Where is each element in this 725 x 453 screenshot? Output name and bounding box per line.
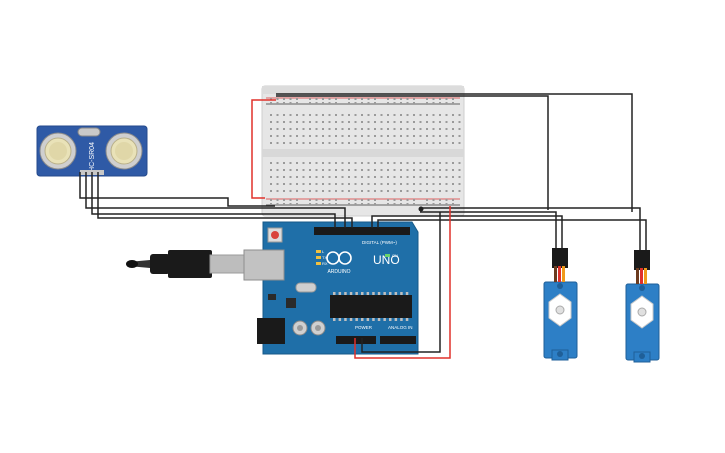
tx-label: TX [322,255,327,260]
wire-signal-servo2[interactable] [377,219,647,250]
sensor-model-label: HC-SR04 [89,142,96,172]
wire-top-rail-black-2[interactable] [276,95,549,210]
wire-sensor-vcc[interactable] [79,172,275,207]
analog-header[interactable] [380,336,416,344]
wire-arduino-gnd-black[interactable] [361,212,441,353]
chip-pins [333,292,409,321]
servo-motor-2[interactable] [625,250,660,363]
arduino-model-label: UNO [373,253,400,267]
digital-label: DIGITAL (PWM~) [362,240,397,245]
analog-label: ANALOG IN [388,325,413,330]
power-header[interactable] [336,336,376,344]
wire-sensor-gnd[interactable] [97,172,353,228]
arduino-brand-label: ARDUINO [327,269,350,275]
wire-red-vcc[interactable] [251,99,276,199]
arduino-logo [326,251,352,265]
wire-signal-servo1[interactable] [371,215,563,248]
rx-label: RX [322,261,328,266]
wire-rail-to-servos[interactable] [420,207,641,250]
on-label: ON [392,253,398,258]
wire-top-rail-black[interactable] [276,93,633,212]
wire-rail-to-servo1[interactable] [420,211,557,248]
ultrasonic-sensor[interactable]: HC-SR04 [36,125,148,177]
atmega-chip [330,295,412,318]
breadboard-holes [270,98,461,205]
digital-header[interactable] [314,227,410,235]
breadboard[interactable] [261,85,465,217]
servo-motor-1[interactable] [543,248,578,361]
wires [79,93,647,359]
wire-arduino-5v-red[interactable] [354,206,451,359]
power-label: POWER [355,325,373,330]
wire-sensor-echo[interactable] [91,172,336,228]
usb-cable[interactable] [126,250,245,278]
l-label: L [322,249,325,254]
arduino-uno-board[interactable]: ARDUINO UNO DIGITAL (PWM~) TX RX L ON PO… [243,221,419,355]
